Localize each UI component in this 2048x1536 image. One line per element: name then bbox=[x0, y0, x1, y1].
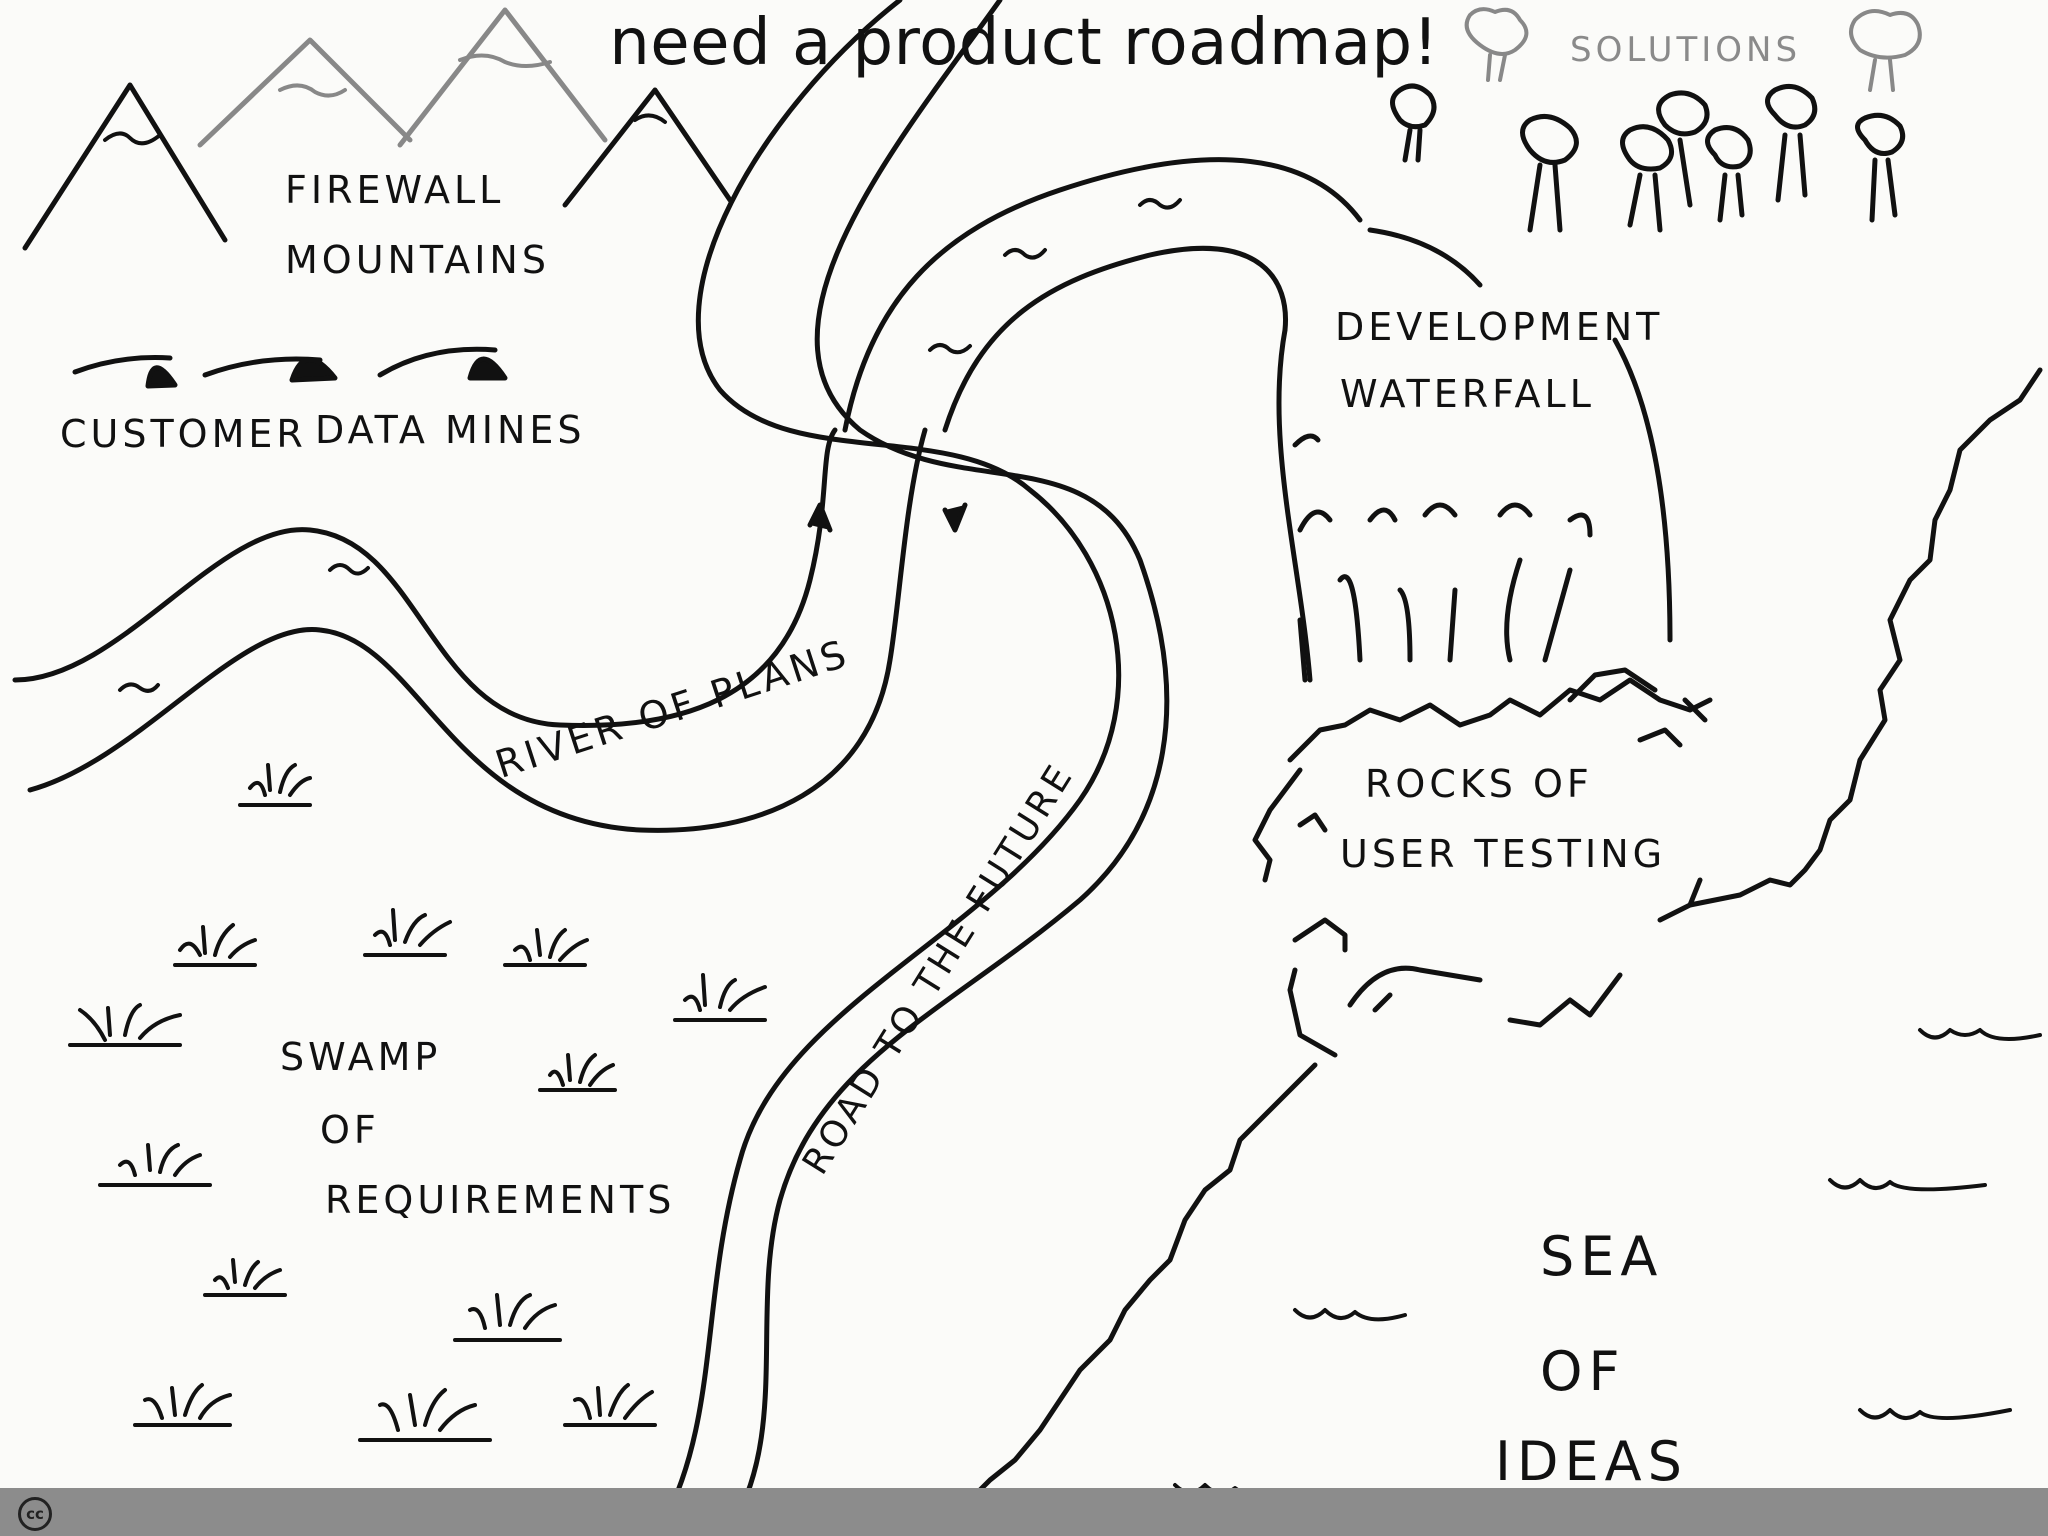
river-to-waterfall bbox=[842, 157, 1483, 433]
label-swamp-of: OF bbox=[320, 1108, 380, 1152]
swamp-grass bbox=[68, 763, 767, 1442]
label-requirements: REQUIREMENTS bbox=[325, 1178, 676, 1222]
coastline bbox=[947, 367, 2043, 1536]
label-ideas: IDEAS bbox=[1495, 1430, 1688, 1493]
label-sea: SEA bbox=[1540, 1225, 1664, 1288]
development-waterfall bbox=[1276, 327, 1673, 683]
label-development: DEVELOPMENT bbox=[1335, 305, 1664, 349]
label-solutions: SOLUTIONS bbox=[1570, 30, 1802, 70]
label-waterfall: WATERFALL bbox=[1340, 372, 1595, 416]
label-user-testing: USER TESTING bbox=[1340, 832, 1667, 876]
data-mines bbox=[72, 346, 508, 389]
label-swamp: SWAMP bbox=[280, 1035, 442, 1079]
solutions-trees bbox=[1390, 7, 1922, 233]
label-sea-of: OF bbox=[1540, 1340, 1626, 1403]
creative-commons-icon[interactable]: cc bbox=[18, 1497, 52, 1531]
firewall-mountains bbox=[22, 7, 733, 251]
rocks-of-user-testing bbox=[1252, 667, 1713, 1058]
river-of-plans bbox=[12, 427, 928, 833]
road-to-the-future bbox=[657, 0, 1170, 1533]
label-customer: CUSTOMER bbox=[60, 412, 307, 456]
label-firewall: FIREWALL bbox=[285, 168, 505, 212]
page-title: need a product roadmap! bbox=[609, 6, 1439, 80]
label-mountains: MOUNTAINS bbox=[285, 238, 550, 282]
label-rocks-of: ROCKS OF bbox=[1365, 762, 1593, 806]
label-data-mines: DATA MINES bbox=[315, 408, 586, 452]
footer-bar bbox=[0, 1488, 2048, 1536]
